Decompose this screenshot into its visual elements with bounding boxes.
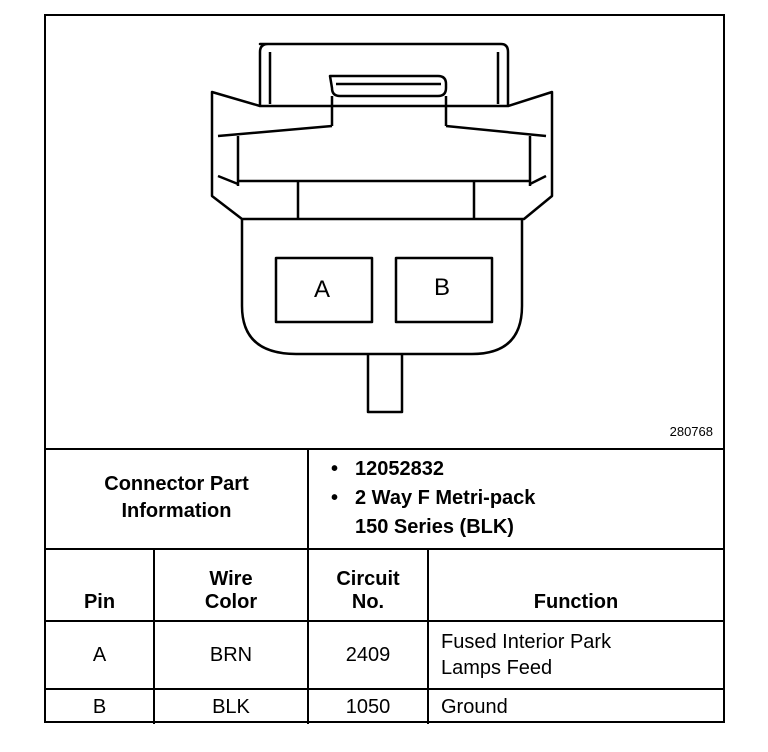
pin-cavity-a <box>274 256 374 324</box>
wire-color-cell: BLK <box>153 688 309 724</box>
latch-slot <box>328 74 448 98</box>
description-line2: 150 Series (BLK) <box>355 515 514 538</box>
header-circuit-line2: No. <box>351 591 385 613</box>
bullet-icon: • <box>331 457 339 480</box>
header-circuit-line1: Circuit <box>336 568 400 590</box>
connector-table: Connector Part Information • 12052832 • … <box>46 448 724 724</box>
header-wire-color: Wire Color <box>153 548 309 622</box>
part-number-line: • 12052832 <box>331 455 723 484</box>
pin-cavity-b <box>394 256 494 324</box>
pin-cell: A <box>46 620 155 690</box>
circuit-cell: 1050 <box>307 688 429 724</box>
header-pin: Pin <box>46 548 155 622</box>
connector-shoulders <box>210 90 554 221</box>
pin-label-b: B <box>434 274 451 301</box>
connector-drawing <box>210 42 554 414</box>
connector-info-values: • 12052832 • 2 Way F Metri-pack 150 Seri… <box>306 448 724 550</box>
wire-color-cell: BRN <box>153 620 309 690</box>
connector-diagram: A B 280768 <box>46 16 723 450</box>
table-header-row: Pin Wire Color Circuit No. Function <box>46 548 724 622</box>
description-line: • 2 Way F Metri-pack <box>331 484 723 513</box>
connector-info-line2: Information <box>121 500 232 522</box>
header-wire-color-line1: Wire <box>209 568 253 590</box>
table-row: B BLK 1050 Ground <box>46 688 724 724</box>
figure-number: 280768 <box>669 424 713 439</box>
table-row: A BRN 2409 Fused Interior Park Lamps Fee… <box>46 620 724 690</box>
latch-top <box>258 42 510 108</box>
function-line1: Ground <box>441 696 508 718</box>
wire-stub <box>366 354 404 414</box>
bullet-icon: • <box>331 486 339 509</box>
pin-cell: B <box>46 688 155 724</box>
pin-label-a: A <box>314 276 331 303</box>
header-function: Function <box>426 548 724 622</box>
connector-sheet: A B 280768 Connector Part Information • … <box>44 14 725 724</box>
function-cell: Ground <box>426 688 724 724</box>
connector-info-line1: Connector Part <box>104 473 249 495</box>
part-number: 12052832 <box>355 457 444 480</box>
function-cell: Fused Interior Park Lamps Feed <box>426 620 724 690</box>
connector-info-label: Connector Part Information <box>46 448 309 550</box>
description-line1: 2 Way F Metri-pack <box>355 486 536 509</box>
header-circuit: Circuit No. <box>307 548 429 622</box>
header-wire-color-line2: Color <box>204 591 258 613</box>
description-line-2: 150 Series (BLK) <box>331 513 723 542</box>
circuit-cell: 2409 <box>307 620 429 690</box>
terminal-housing <box>240 219 524 356</box>
connector-info-row: Connector Part Information • 12052832 • … <box>46 448 724 550</box>
function-line2: Lamps Feed <box>441 657 553 679</box>
function-line1: Fused Interior Park <box>441 631 612 653</box>
